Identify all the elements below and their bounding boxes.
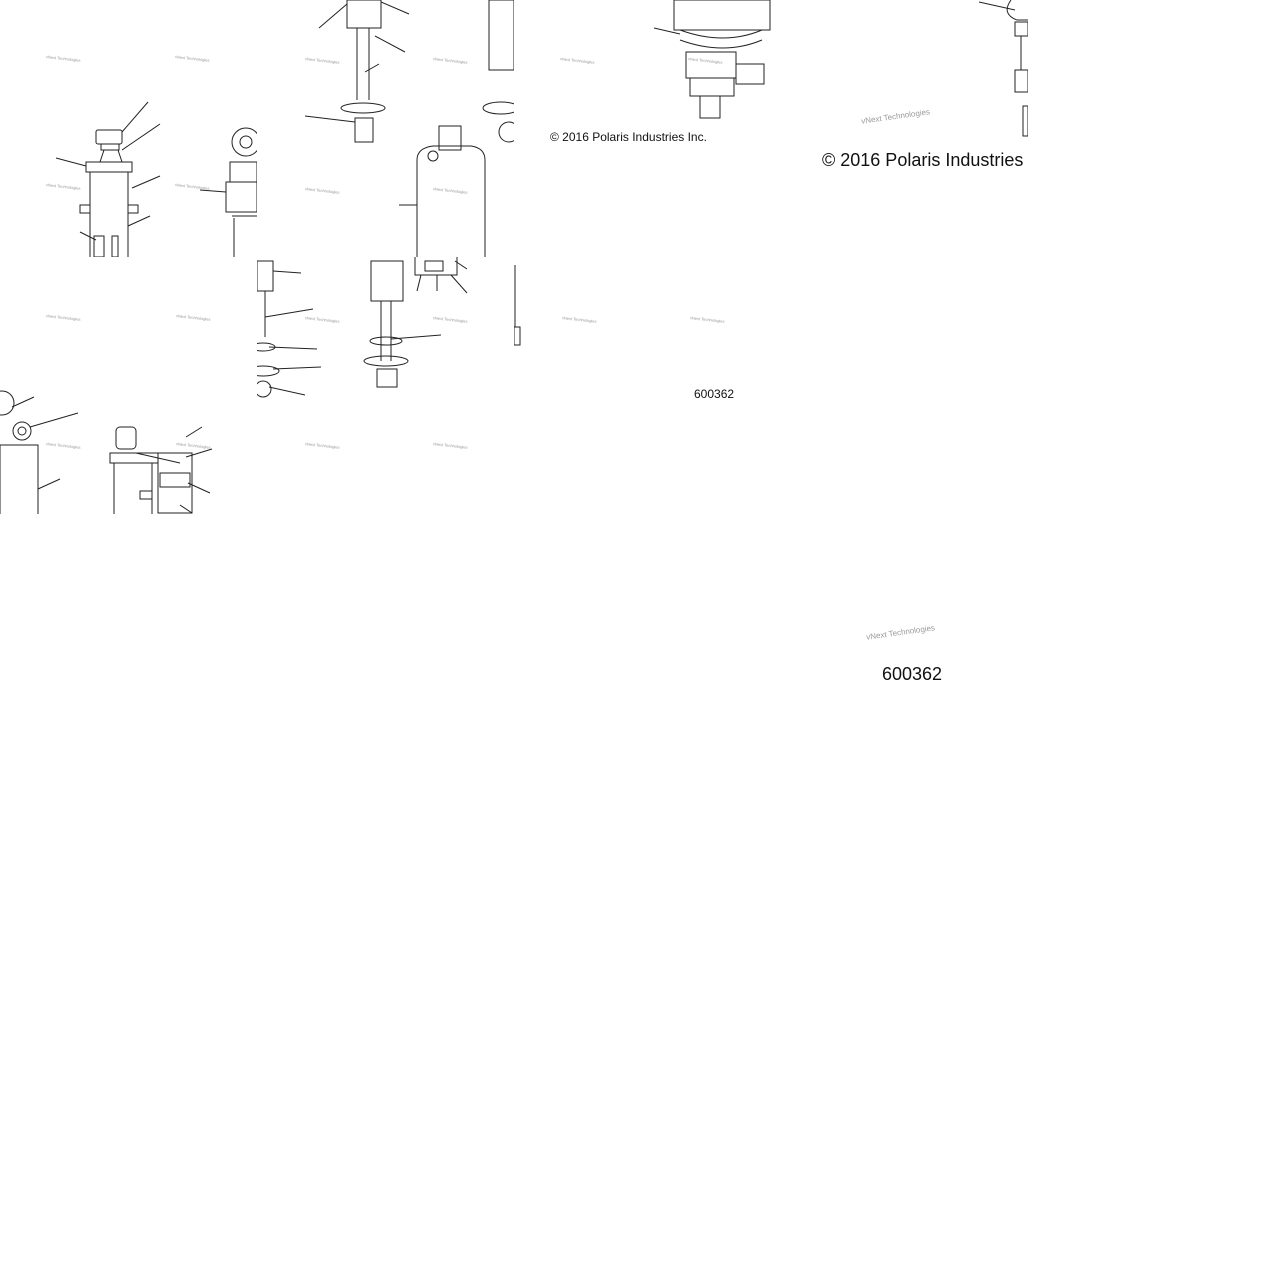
drawing-tile-6: vNext Technologies vNext Technologies vN… bbox=[257, 257, 514, 514]
shock-drawing-lower-middle bbox=[257, 257, 468, 398]
drawing-tile-5: vNext Technologies vNext Technologies vN… bbox=[0, 257, 257, 514]
figure-number: 600362 bbox=[694, 387, 735, 401]
shock-drawing-top-right bbox=[653, 0, 771, 119]
watermark-text-large: vNext Technologies bbox=[865, 623, 936, 642]
shock-drawing-lower-left bbox=[0, 390, 213, 514]
copyright-label: © 2016 Polaris Industries Inc. bbox=[550, 130, 707, 144]
shock-drawing-top-middle bbox=[304, 0, 514, 257]
shock-drawing-lower-right bbox=[514, 265, 521, 346]
drawing-tile-1: vNext Technologies vNext Technologies vN… bbox=[0, 0, 257, 257]
drawing-tile-2: vNext Technologies vNext Technologies vN… bbox=[257, 0, 514, 257]
drawing-tile-7: vNext Technologies vNext Technologies 60… bbox=[514, 257, 771, 514]
drawing-tile-4: vNext Technologies © 2016 Polaris Indust… bbox=[771, 0, 1028, 257]
shock-drawing-top-left bbox=[55, 101, 257, 257]
copyright-label-large: © 2016 Polaris Industries bbox=[822, 150, 1024, 170]
shock-drawing-far-right bbox=[978, 0, 1028, 137]
figure-number-large: 600362 bbox=[882, 664, 943, 684]
drawing-tile-3: vNext Technologies vNext Technologies © … bbox=[514, 0, 771, 257]
